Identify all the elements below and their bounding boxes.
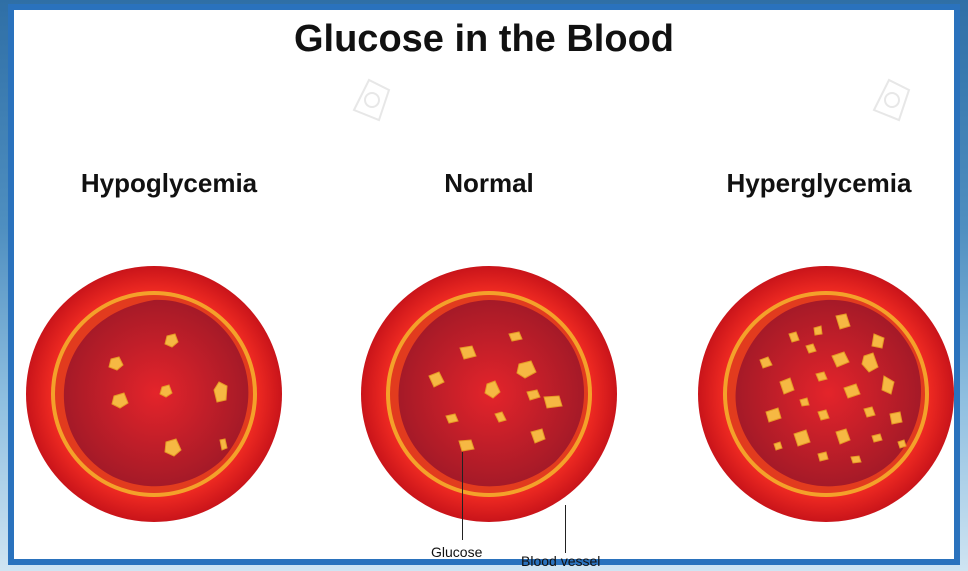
glucose-molecule: [818, 452, 828, 461]
glucose-molecule: [814, 326, 822, 335]
glucose-molecule: [898, 440, 906, 448]
label-normal: Normal: [339, 168, 639, 199]
glucose-molecule: [851, 456, 861, 463]
callout-line-blood-vessel: [565, 505, 566, 553]
vessel-normal: [359, 264, 619, 524]
glucose-callout-label: Glucose: [431, 544, 482, 560]
diagram-frame: Glucose in the Blood Hypoglycemia Normal…: [8, 4, 960, 565]
vessel-hypoglycemia: [24, 264, 284, 524]
blood-vessel-callout-label: Blood vessel: [521, 553, 600, 569]
label-hypoglycemia: Hypoglycemia: [19, 168, 319, 199]
label-hyperglycemia: Hyperglycemia: [669, 168, 968, 199]
glucose-molecule: [459, 440, 474, 451]
glucose-molecule: [544, 396, 562, 408]
callout-line-glucose: [462, 452, 463, 540]
vessel-hyperglycemia: [696, 264, 956, 524]
page-title: Glucose in the Blood: [14, 18, 954, 61]
glucose-molecule: [774, 442, 782, 450]
glucose-molecule: [890, 412, 902, 424]
watermark-icon: [864, 70, 924, 130]
watermark-icon: [344, 70, 404, 130]
glucose-molecule: [872, 434, 882, 442]
glucose-molecule: [800, 398, 809, 406]
glucose-molecule: [509, 332, 522, 341]
